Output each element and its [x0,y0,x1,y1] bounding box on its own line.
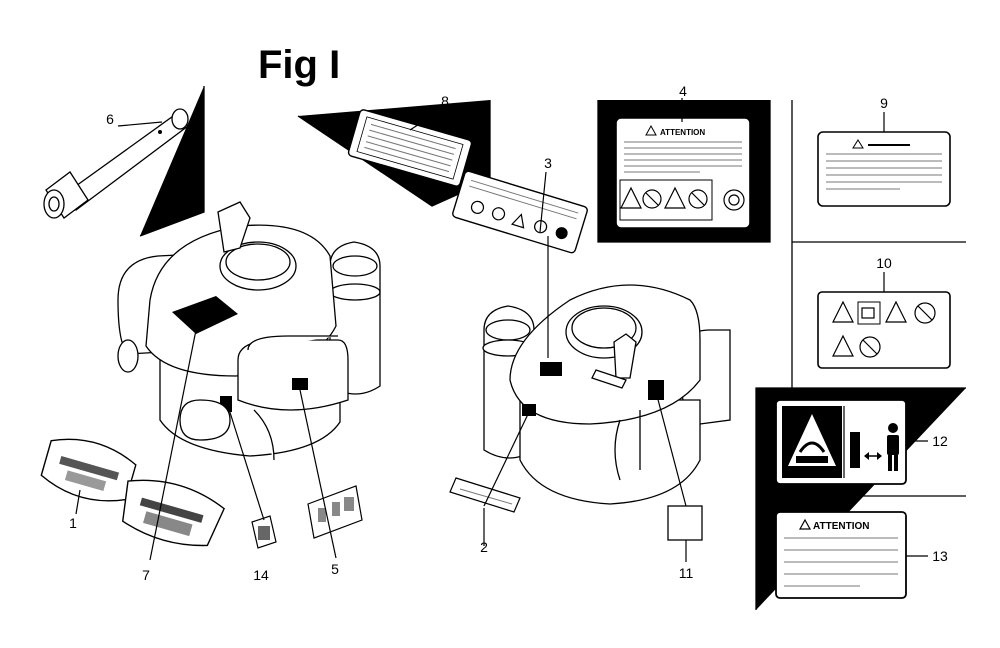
emblem-label-part-1[interactable] [39,431,139,509]
callout-5: 5 [331,561,339,577]
small-label-part-14[interactable] [251,515,277,549]
callout-7: 7 [142,567,150,583]
attention-label-part-13[interactable]: ATTENTION [775,511,907,599]
tube-wrench-part[interactable] [43,108,189,219]
pictogram-label-part-10[interactable] [817,291,951,369]
callout-13: 13 [932,548,948,564]
right-engine-illustration [482,284,731,505]
callout-12: 12 [932,433,948,449]
leader-lines [75,98,928,562]
callout-4: 4 [679,83,687,99]
callout-10: 10 [876,255,892,271]
label-part-5[interactable] [307,485,363,539]
hot-surface-label-part-12[interactable] [775,399,907,485]
callout-8: 8 [441,93,449,109]
svg-text:ATTENTION: ATTENTION [813,521,869,532]
label-part-8[interactable] [347,109,473,187]
strip-label-part-2[interactable] [449,477,521,513]
emblem-label-part-7[interactable] [115,471,227,553]
attention-label-part-4[interactable]: ATTENTION [615,117,751,229]
left-engine-illustration [117,201,381,461]
callout-9: 9 [880,95,888,111]
square-label-part-11[interactable] [667,505,703,541]
callout-6: 6 [106,111,114,127]
label-part-3[interactable] [452,170,588,254]
callout-2: 2 [480,539,488,555]
warning-label-part-9[interactable] [817,131,951,207]
figure-title: Fig I [258,43,340,87]
callout-numbers: 1 2 3 4 5 6 7 8 9 10 11 12 13 14 [69,83,948,583]
callout-3: 3 [544,155,552,171]
callout-1: 1 [69,515,77,531]
callout-14: 14 [253,567,269,583]
callout-11: 11 [679,565,694,581]
svg-text:ATTENTION: ATTENTION [660,128,705,137]
